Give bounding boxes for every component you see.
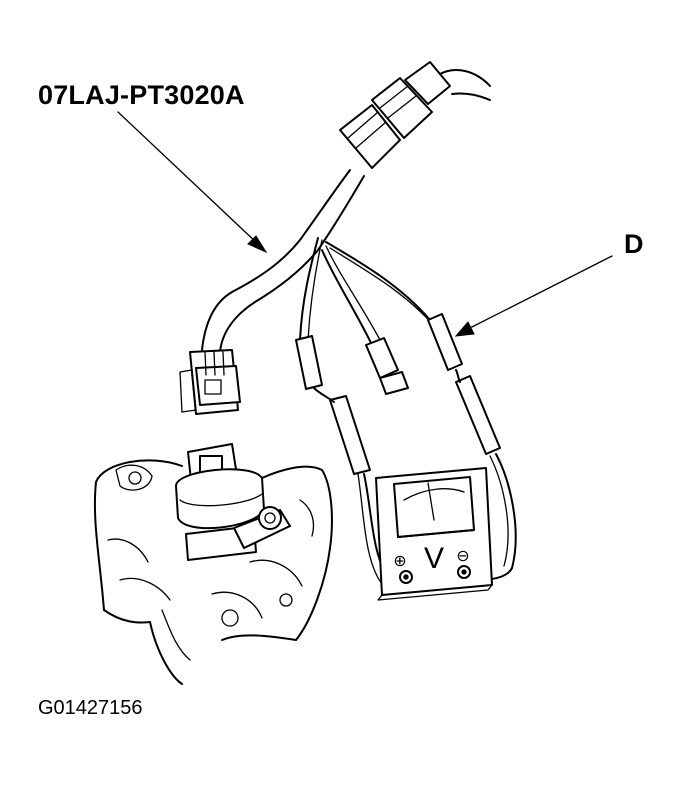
transmission-housing — [93, 459, 333, 685]
meter-terminals — [399, 565, 471, 584]
voltmeter — [375, 467, 493, 601]
speed-sensor — [175, 443, 291, 561]
leader-d-arrow — [454, 255, 613, 337]
tool-part-number-label: 07LAJ-PT3020A — [38, 80, 245, 110]
meter-positive-symbol: ⊕ — [393, 551, 406, 570]
meter-symbols: ⊕ V ⊖ — [393, 542, 469, 575]
vehicle-harness — [439, 69, 491, 101]
callout-d-label: D — [624, 229, 644, 259]
meter-voltage-symbol: V — [424, 542, 444, 575]
meter-negative-symbol: ⊖ — [456, 546, 469, 565]
harness-lower-connector — [179, 349, 241, 415]
harness-upper-connector — [339, 61, 451, 169]
leader-tool-arrow — [117, 111, 268, 254]
test-harness-cable — [201, 169, 365, 353]
figure-id-label: G01427156 — [38, 697, 143, 719]
probe-clips — [295, 313, 501, 475]
branch-wires — [299, 237, 437, 346]
